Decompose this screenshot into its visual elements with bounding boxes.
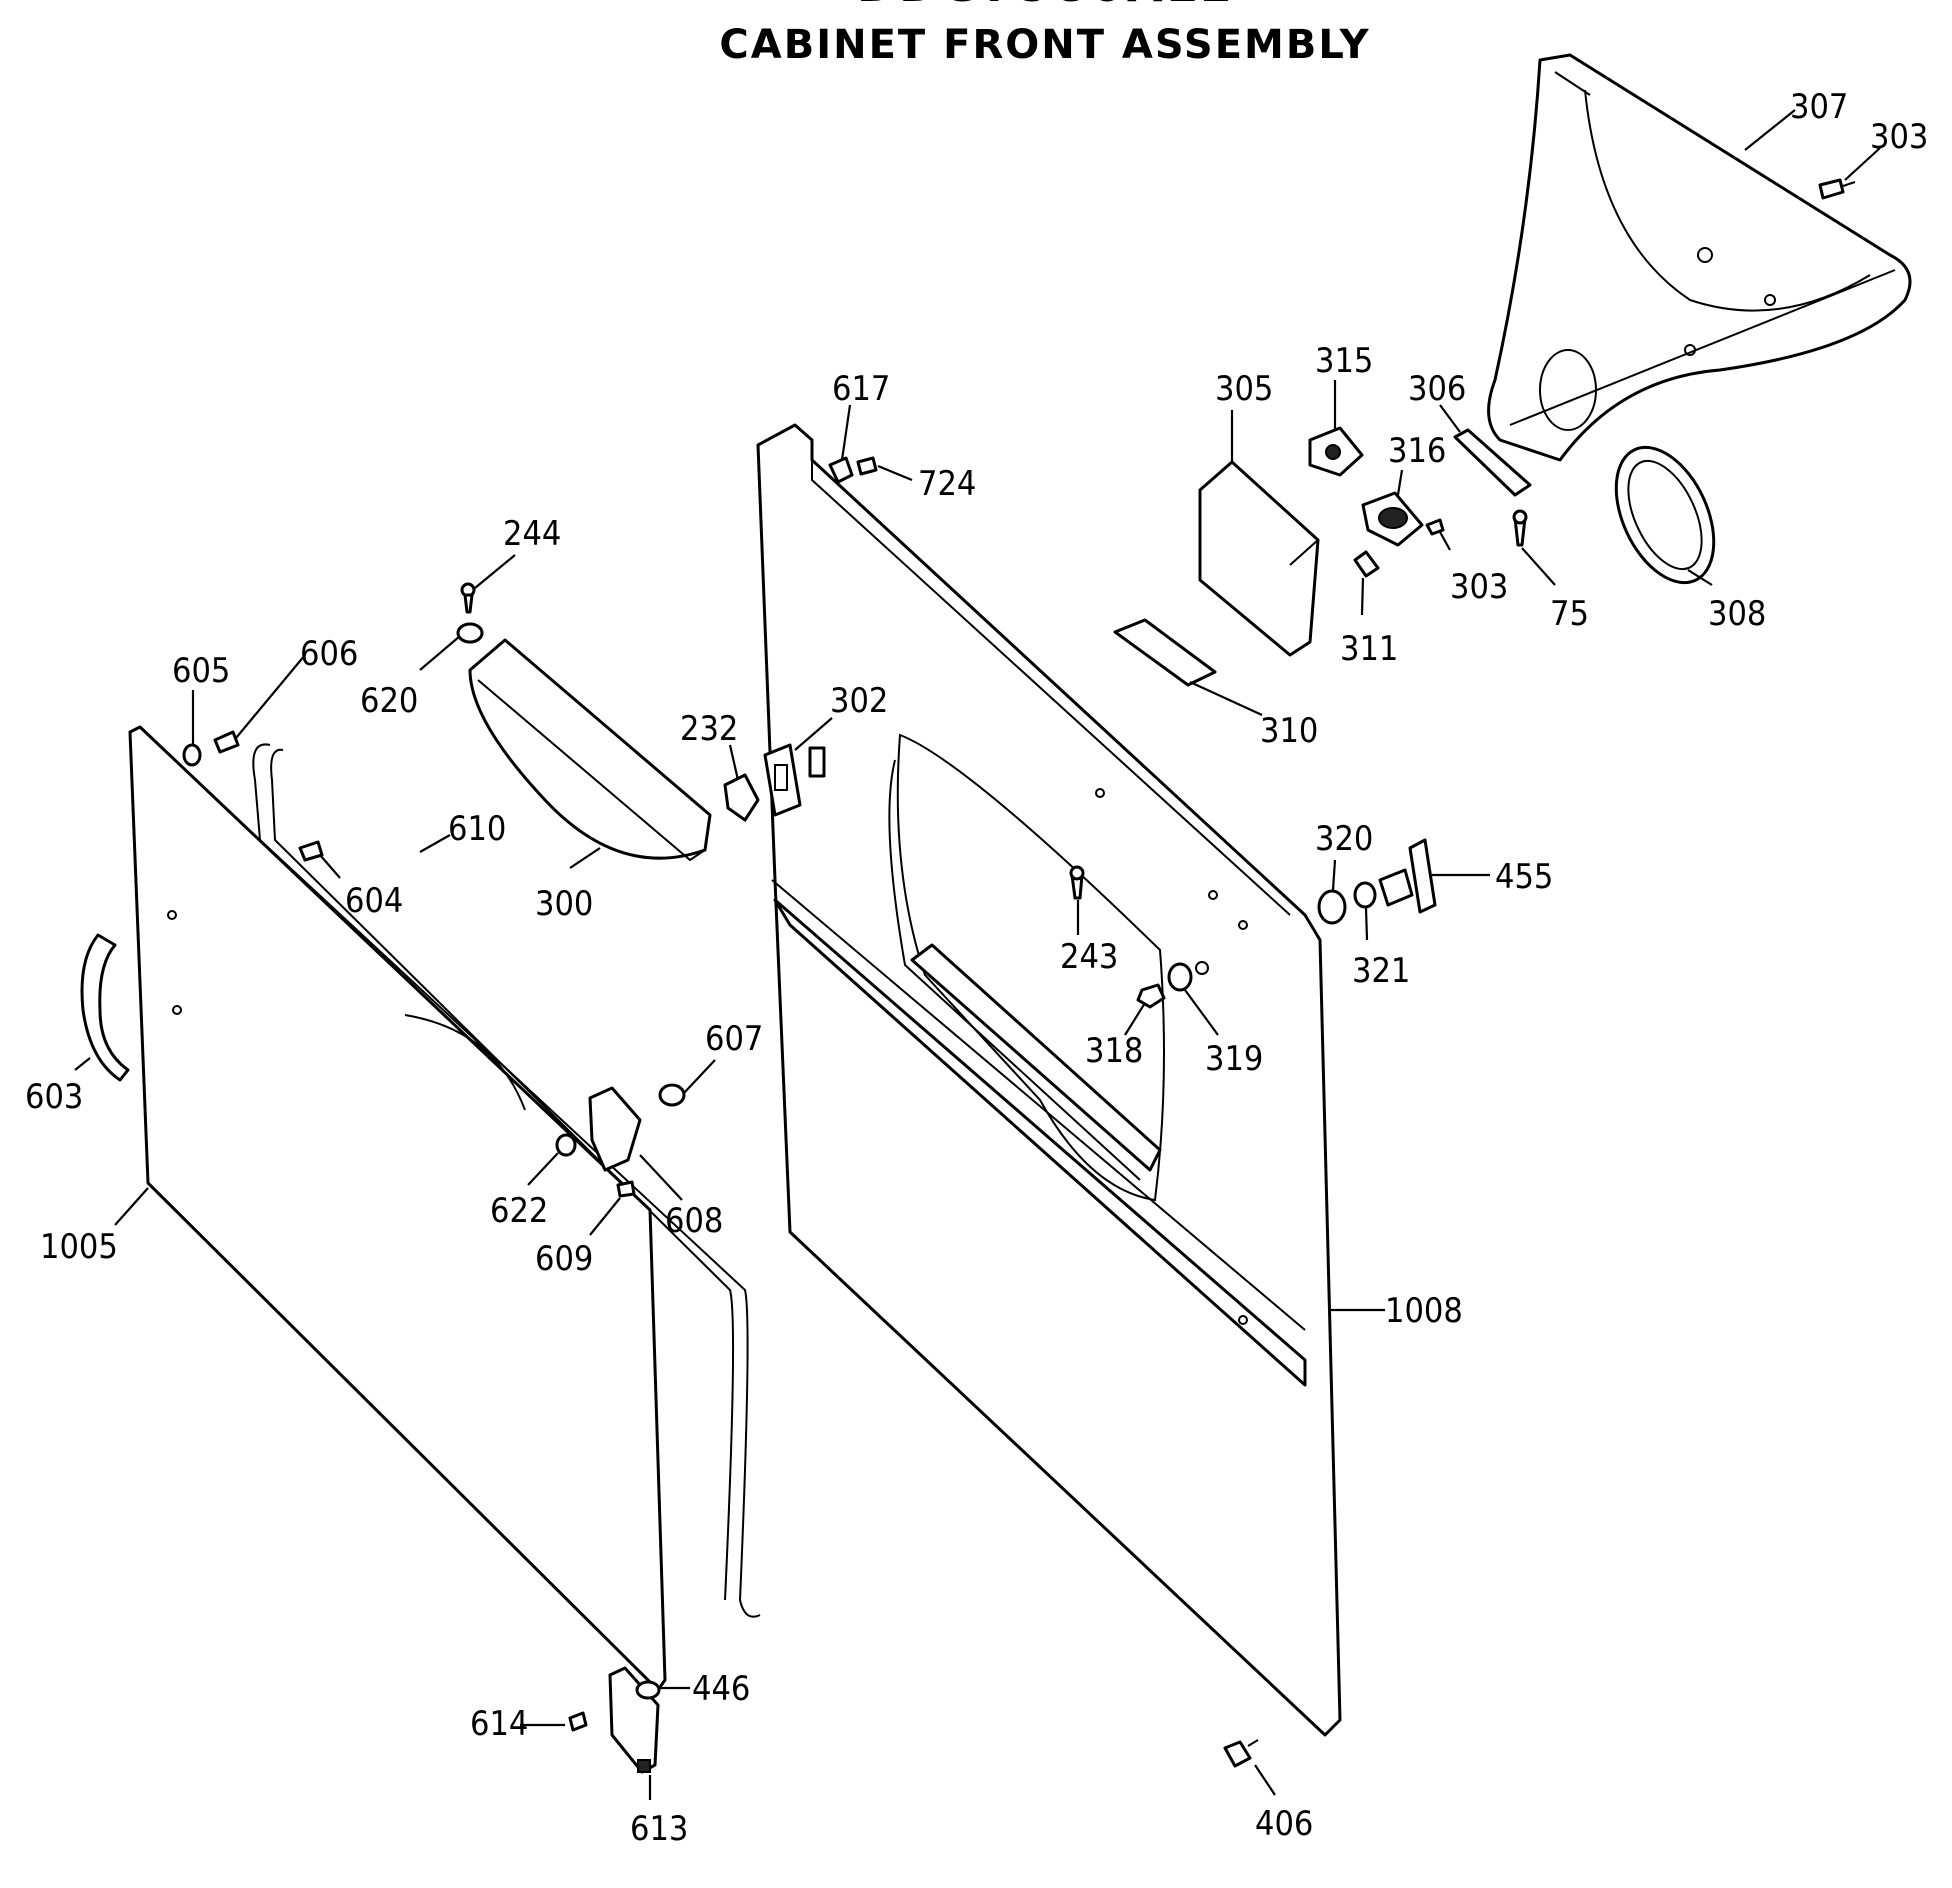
part-303-screw-top xyxy=(1818,178,1856,200)
callout-1008: 1008 xyxy=(1385,1291,1463,1331)
leader-lines xyxy=(74,109,1881,1800)
callout-243: 243 xyxy=(1060,937,1118,977)
callout-308: 308 xyxy=(1708,594,1766,634)
callout-311: 311 xyxy=(1340,629,1398,669)
part-75-screw xyxy=(1512,509,1528,547)
part-609-screw xyxy=(616,1180,636,1198)
callout-620: 620 xyxy=(360,681,418,721)
part-311-clip xyxy=(1353,550,1380,578)
part-614-screw xyxy=(568,1711,588,1732)
part-302-plate xyxy=(763,743,826,817)
part-308-seal-ring xyxy=(1614,445,1716,585)
callout-316: 316 xyxy=(1388,431,1446,471)
callout-310: 310 xyxy=(1260,711,1318,751)
part-307-bulkhead xyxy=(1487,53,1912,462)
callout-318: 318 xyxy=(1085,1031,1143,1071)
callout-303-top: 303 xyxy=(1870,117,1928,157)
part-306-bracket xyxy=(1453,428,1532,497)
callout-603: 603 xyxy=(25,1077,83,1117)
part-610-door-gasket xyxy=(252,743,761,1618)
part-622-pin xyxy=(555,1133,577,1157)
callout-724: 724 xyxy=(918,464,976,504)
part-300-lint-duct xyxy=(468,638,712,862)
callout-303: 303 xyxy=(1450,567,1508,607)
callout-320: 320 xyxy=(1315,819,1373,859)
part-244-screw xyxy=(460,582,476,614)
diagram-title: CABINET FRONT ASSEMBLY xyxy=(719,22,1371,68)
part-319-washer xyxy=(1167,961,1209,992)
part-603-door-handle xyxy=(80,933,130,1082)
callout-321: 321 xyxy=(1352,951,1410,991)
part-606-screw xyxy=(213,730,240,754)
part-316-thermostat xyxy=(1361,491,1424,547)
part-605-washer xyxy=(182,743,202,767)
callout-75: 75 xyxy=(1550,594,1589,634)
callout-617: 617 xyxy=(832,369,890,409)
callout-605: 605 xyxy=(172,651,230,691)
callout-622: 622 xyxy=(490,1191,548,1231)
part-617-clip xyxy=(828,456,854,484)
callout-613: 613 xyxy=(630,1809,688,1849)
part-446-washer xyxy=(635,1680,661,1700)
callout-446: 446 xyxy=(692,1669,750,1709)
part-724-screw xyxy=(856,456,878,476)
part-608-latch xyxy=(588,1086,642,1172)
callout-606: 606 xyxy=(300,634,358,674)
part-243-screw xyxy=(1069,865,1085,900)
callout-300: 300 xyxy=(535,884,593,924)
callout-614: 614 xyxy=(470,1704,528,1744)
part-315-thermostat xyxy=(1308,426,1364,477)
callout-labels: 307 303 305 315 306 316 303 75 308 311 3… xyxy=(25,87,1928,1849)
part-604-screw xyxy=(298,840,324,862)
callout-232: 232 xyxy=(680,709,738,749)
callout-244: 244 xyxy=(503,514,561,554)
model-title: DDG7980ALL xyxy=(0,0,1952,12)
part-303-screw xyxy=(1425,518,1445,536)
part-321-washer xyxy=(1353,881,1377,909)
callout-306: 306 xyxy=(1408,369,1466,409)
callout-610: 610 xyxy=(448,809,506,849)
callout-406: 406 xyxy=(1255,1804,1313,1844)
callout-315: 315 xyxy=(1315,341,1373,381)
part-232-strike xyxy=(723,773,760,822)
part-455-bracket xyxy=(1378,838,1437,914)
callout-608: 608 xyxy=(665,1201,723,1241)
callout-305: 305 xyxy=(1215,369,1273,409)
part-320-washer xyxy=(1317,889,1347,925)
callout-1005: 1005 xyxy=(40,1227,118,1267)
callout-609: 609 xyxy=(535,1239,593,1279)
callout-607: 607 xyxy=(705,1019,763,1059)
callout-319: 319 xyxy=(1205,1039,1263,1079)
part-1005-door-panel xyxy=(128,725,667,1692)
part-607-bumper xyxy=(658,1083,686,1107)
callout-307: 307 xyxy=(1790,87,1848,127)
callout-302: 302 xyxy=(830,681,888,721)
part-406-screw xyxy=(1223,1739,1259,1768)
part-318-nut xyxy=(1136,983,1166,1009)
callout-455: 455 xyxy=(1495,857,1553,897)
part-305-cover xyxy=(1198,460,1320,657)
part-310-strip xyxy=(1113,618,1217,687)
part-1008-front-panel xyxy=(756,423,1342,1737)
part-620-washer xyxy=(456,622,484,644)
callout-604: 604 xyxy=(345,881,403,921)
